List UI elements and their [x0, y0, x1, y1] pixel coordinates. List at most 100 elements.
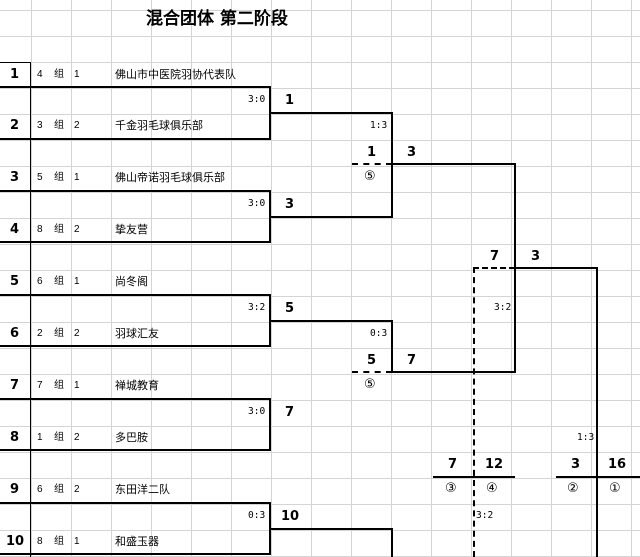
round1-winner-3: 5 [285, 301, 295, 316]
placement-num-1: 7 [448, 457, 458, 472]
entry-team-name: 和盛玉器 [115, 535, 159, 548]
entry-group-number: 8 [37, 536, 43, 547]
round1-score-4: 3:0 [248, 406, 266, 417]
entry-group-position: 2 [74, 328, 80, 339]
match-line-5-top [0, 502, 270, 504]
round4-dash [473, 267, 515, 269]
round2-a-top [270, 112, 392, 114]
round3-match-no: 7 [490, 249, 500, 264]
match-line-5-bottom [0, 553, 270, 555]
round2-a-connector [391, 112, 393, 218]
placement-mark-3: ② [567, 481, 579, 496]
round2-match-no-2: 5 [367, 353, 377, 368]
entry-group-number: 1 [37, 432, 43, 443]
entry-group-label: 组 [54, 69, 64, 80]
round2-a-bottom [270, 216, 392, 218]
entry-group-position: 1 [74, 172, 80, 183]
round1-winner-1: 1 [285, 93, 295, 108]
match-line-4-bottom [0, 449, 270, 451]
entry-team-name: 挚友营 [115, 223, 148, 236]
entry-group-number: 8 [37, 224, 43, 235]
round2-score-2: 0:3 [370, 328, 388, 339]
entry-group-label: 组 [54, 120, 64, 131]
entry-seed: 1 [10, 67, 20, 82]
entry-seed: 8 [10, 430, 20, 445]
entry-team-name: 羽球汇友 [115, 327, 159, 340]
entry-team-name: 佛山帝诺羽毛球俱乐部 [115, 171, 225, 184]
entry-group-label: 组 [54, 328, 64, 339]
entry-seed: 2 [10, 118, 20, 133]
match-line-1-bottom [0, 138, 270, 140]
entry-group-label: 组 [54, 536, 64, 547]
round2-winner-1: 3 [407, 145, 417, 160]
final-line [515, 267, 598, 269]
round2-a-dash [352, 163, 392, 165]
entry-group-number: 4 [37, 69, 43, 80]
entry-group-position: 2 [74, 484, 80, 495]
round2-b-connector [391, 320, 393, 372]
entry-team-name: 千金羽毛球俱乐部 [115, 119, 203, 132]
placement-mark-2: ④ [486, 481, 498, 496]
entry-group-label: 组 [54, 380, 64, 391]
round1-winner-2: 3 [285, 197, 295, 212]
entry-seed: 10 [6, 534, 25, 549]
round1-score-3: 3:2 [248, 302, 266, 313]
round3-bottom [392, 371, 516, 373]
entry-team-name: 佛山市中医院羽协代表队 [115, 68, 236, 81]
page-title: 混合团体 第二阶段 [146, 9, 288, 29]
placement-num-4: 16 [608, 457, 627, 472]
round2-score-1: 1:3 [370, 120, 388, 131]
round1-score-5: 0:3 [248, 510, 266, 521]
placement-mark-4: ① [609, 481, 621, 496]
entry-group-label: 组 [54, 432, 64, 443]
entry-group-number: 5 [37, 172, 43, 183]
round2-match-no-1: 1 [367, 145, 377, 160]
round2-b-tail [391, 528, 393, 557]
match-line-3-bottom [0, 345, 270, 347]
match-connector-4 [269, 398, 271, 451]
entry-group-number: 7 [37, 380, 43, 391]
round4-score: 1:3 [577, 432, 595, 443]
match-line-3-top [0, 294, 270, 296]
round1-winner-5: 10 [281, 509, 300, 524]
entry-seed: 6 [10, 326, 20, 341]
entry-group-label: 组 [54, 276, 64, 287]
round3-top [392, 163, 516, 165]
entry-seed: 3 [10, 170, 20, 185]
entry-team-name: 东田洋二队 [115, 483, 170, 496]
entry-group-position: 2 [74, 432, 80, 443]
placement-mark-1: ③ [445, 481, 457, 496]
entry-group-label: 组 [54, 172, 64, 183]
entry-group-label: 组 [54, 224, 64, 235]
round2-b-dash [352, 371, 392, 373]
placement-line-left [433, 476, 515, 478]
round1-winner-4: 7 [285, 405, 295, 420]
round1-score-1: 3:0 [248, 94, 266, 105]
entry-group-number: 6 [37, 484, 43, 495]
placement-num-3: 3 [571, 457, 581, 472]
match-line-2-bottom [0, 241, 270, 243]
row-divider [0, 62, 30, 63]
entry-team-name: 禅城教育 [115, 379, 159, 392]
entry-group-position: 1 [74, 69, 80, 80]
entry-group-number: 6 [37, 276, 43, 287]
round3-winner: 3 [531, 249, 541, 264]
entry-group-position: 2 [74, 120, 80, 131]
entry-team-name: 尚冬阁 [115, 275, 148, 288]
round3-score: 3:2 [494, 302, 512, 313]
match-line-1-top [0, 86, 270, 88]
placement-num-2: 12 [485, 457, 504, 472]
entry-group-position: 1 [74, 380, 80, 391]
round2-match-mark-2: ⑤ [364, 377, 376, 392]
entry-seed: 4 [10, 222, 20, 237]
entry-group-number: 3 [37, 120, 43, 131]
entry-team-name: 多巴胺 [115, 431, 148, 444]
entry-group-number: 2 [37, 328, 43, 339]
final-connector [596, 267, 598, 557]
entry-group-position: 1 [74, 276, 80, 287]
lower-score: 3:2 [476, 510, 494, 521]
match-line-2-top [0, 190, 270, 192]
placement-line-right [556, 476, 640, 478]
seed-column-divider [30, 62, 31, 557]
